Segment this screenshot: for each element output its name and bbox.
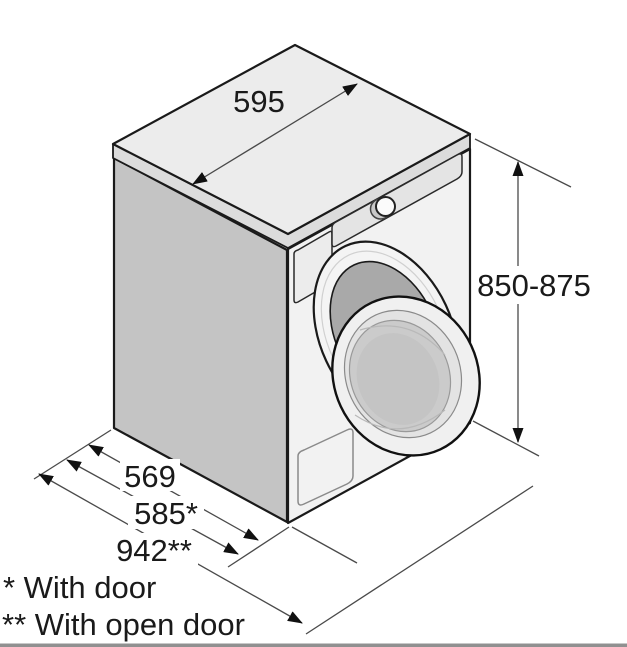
program-knob xyxy=(375,196,396,217)
label-depth: 569 xyxy=(124,459,176,494)
door-glass-shade xyxy=(356,333,440,425)
dim-top-width-line xyxy=(192,83,358,185)
dimension-labels: 595 850-875 569 585* 942** * With door *… xyxy=(2,84,593,642)
dim-depth-ext-front xyxy=(227,526,290,568)
label-depth-with-door: 585* xyxy=(134,496,198,531)
dim-depth-ext-open-door xyxy=(305,485,534,635)
footnote-with-door: * With door xyxy=(3,570,156,605)
label-depth-open-door: 942** xyxy=(116,533,192,568)
label-halo xyxy=(475,266,593,304)
label-height: 850-875 xyxy=(477,268,591,303)
label-halo xyxy=(120,459,180,491)
dim-height-ext-bottom xyxy=(472,420,540,457)
dim-height-ext-top xyxy=(474,138,572,188)
control-panel xyxy=(331,153,463,248)
service-hatch xyxy=(297,428,354,506)
dim-depth-ext-back xyxy=(33,429,112,480)
washing-machine xyxy=(111,43,481,525)
label-top-width: 595 xyxy=(233,84,285,119)
footnote-with-open-door: ** With open door xyxy=(2,607,245,642)
label-halo xyxy=(110,533,198,566)
glass-reflection-line xyxy=(354,409,446,430)
label-halo xyxy=(128,496,204,529)
dim-depth-ext-corner xyxy=(291,526,358,564)
bottom-divider xyxy=(0,643,627,647)
glass-reflection-line xyxy=(359,325,446,356)
